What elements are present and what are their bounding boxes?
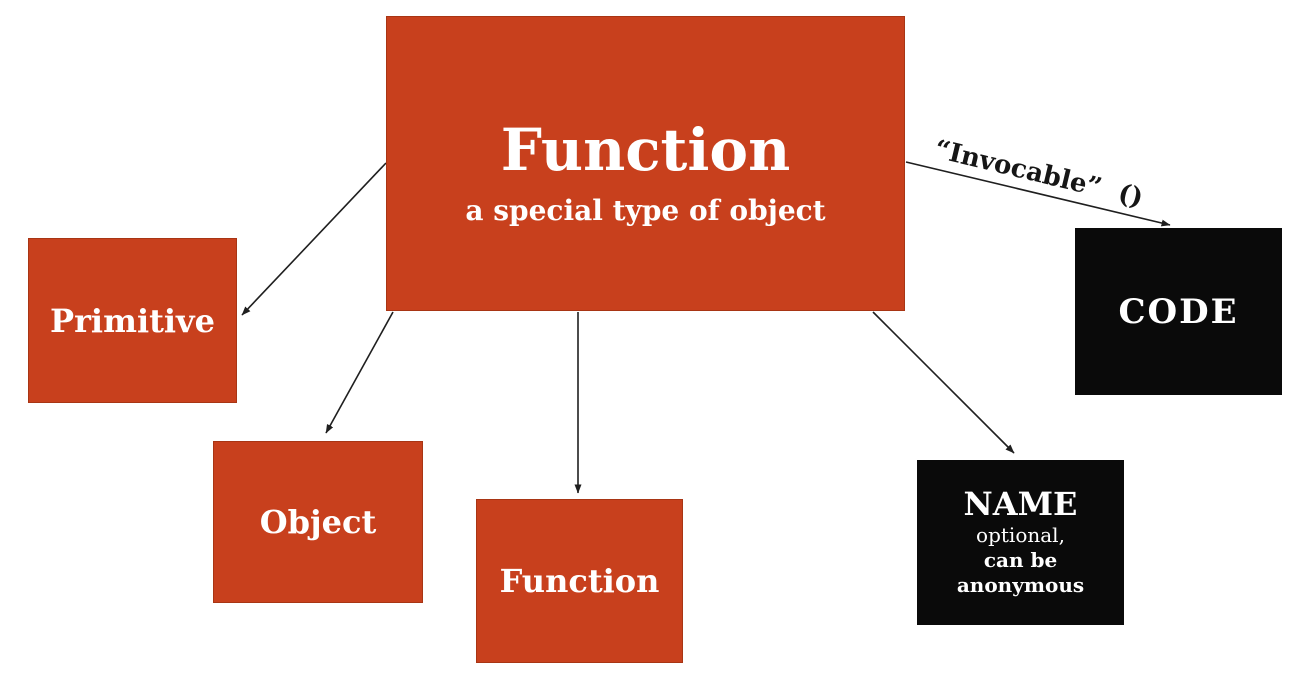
arrow-main-to-object [325, 311, 394, 434]
node-object-label: Object [259, 503, 377, 541]
node-function-main-title: Function [500, 115, 791, 184]
node-function-main-subtitle: a special type of object [465, 194, 826, 228]
arrow-main-to-primitive [241, 162, 387, 316]
node-name-line1: optional, [976, 522, 1065, 547]
node-name-line2: can be [983, 547, 1058, 572]
node-function-child-label: Function [499, 562, 660, 600]
node-function-child: Function [476, 499, 683, 663]
node-function-main: Function a special type of object [386, 16, 905, 311]
node-name-line3: anonymous [956, 572, 1085, 597]
edge-label-invocable: “Invocable” () [931, 134, 1147, 214]
node-code: CODE [1075, 228, 1282, 395]
node-name-title: NAME [963, 485, 1078, 524]
node-primitive: Primitive [28, 238, 237, 403]
node-object: Object [213, 441, 423, 603]
node-name: NAME optional, can be anonymous [917, 460, 1124, 625]
node-primitive-label: Primitive [50, 301, 215, 340]
arrow-main-to-name [872, 311, 1015, 454]
node-code-label: CODE [1118, 291, 1239, 332]
